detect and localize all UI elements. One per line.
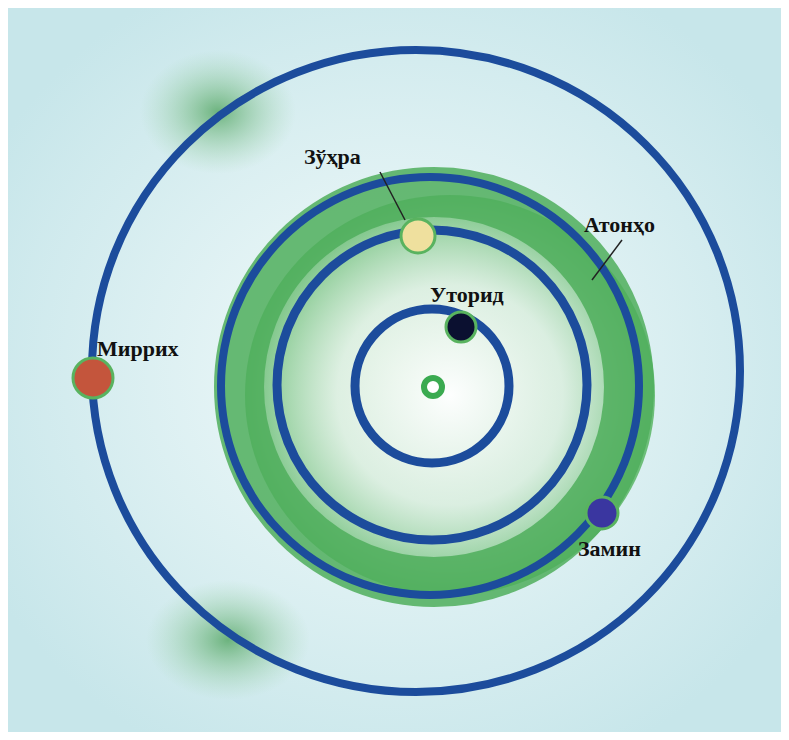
planet-label: Уторид xyxy=(430,284,504,306)
planet-label: Миррих xyxy=(97,338,179,360)
planet-label: Зўҳра xyxy=(304,146,361,168)
zone-label: Атонҳо xyxy=(584,214,655,236)
planet-label: Замин xyxy=(578,538,641,560)
